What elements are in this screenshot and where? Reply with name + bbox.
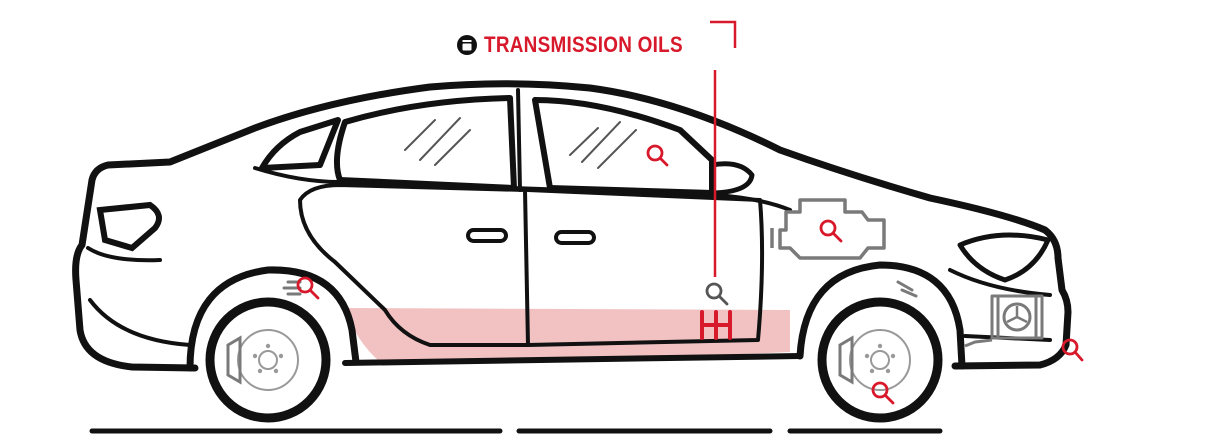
callout-label: TRANSMISSION OILS [484, 32, 683, 57]
magnifier-icon [1061, 338, 1084, 362]
rear-details [86, 201, 192, 347]
brake-caliper-icon [838, 335, 854, 385]
rear-suspension-hotspot[interactable] [296, 276, 320, 300]
magnifier-icon [646, 144, 669, 167]
underbody-highlight [345, 308, 790, 362]
engine-hotspot[interactable] [819, 219, 843, 243]
magnifier-icon [819, 219, 843, 243]
magnifier-icon [705, 282, 729, 306]
front-wheel [817, 297, 943, 423]
windshield-hotspot[interactable] [646, 144, 669, 167]
callout-leader [710, 20, 737, 277]
engine-icon [770, 198, 886, 260]
front-brake-hotspot[interactable] [871, 381, 895, 405]
brake-caliper-icon [226, 335, 242, 385]
transmission-hotspot[interactable] [705, 282, 729, 306]
transmission-oils-callout[interactable]: TRANSMISSION OILS [456, 30, 715, 60]
sill-line [342, 353, 803, 366]
radiator-hotspot[interactable] [1061, 338, 1084, 362]
oil-can-icon [456, 34, 478, 56]
rear-wheel [205, 297, 331, 423]
car-body-outline [72, 80, 1072, 372]
gearshift-icon [700, 310, 732, 340]
magnifier-icon [871, 381, 895, 405]
front-wheel-arch [796, 261, 966, 370]
rear-wheel-arch [186, 266, 360, 372]
windows [253, 95, 792, 212]
shock-absorber-icon [896, 280, 918, 298]
doors [298, 88, 765, 347]
magnifier-icon [296, 276, 320, 300]
radiator-fan-icon [964, 294, 1044, 348]
